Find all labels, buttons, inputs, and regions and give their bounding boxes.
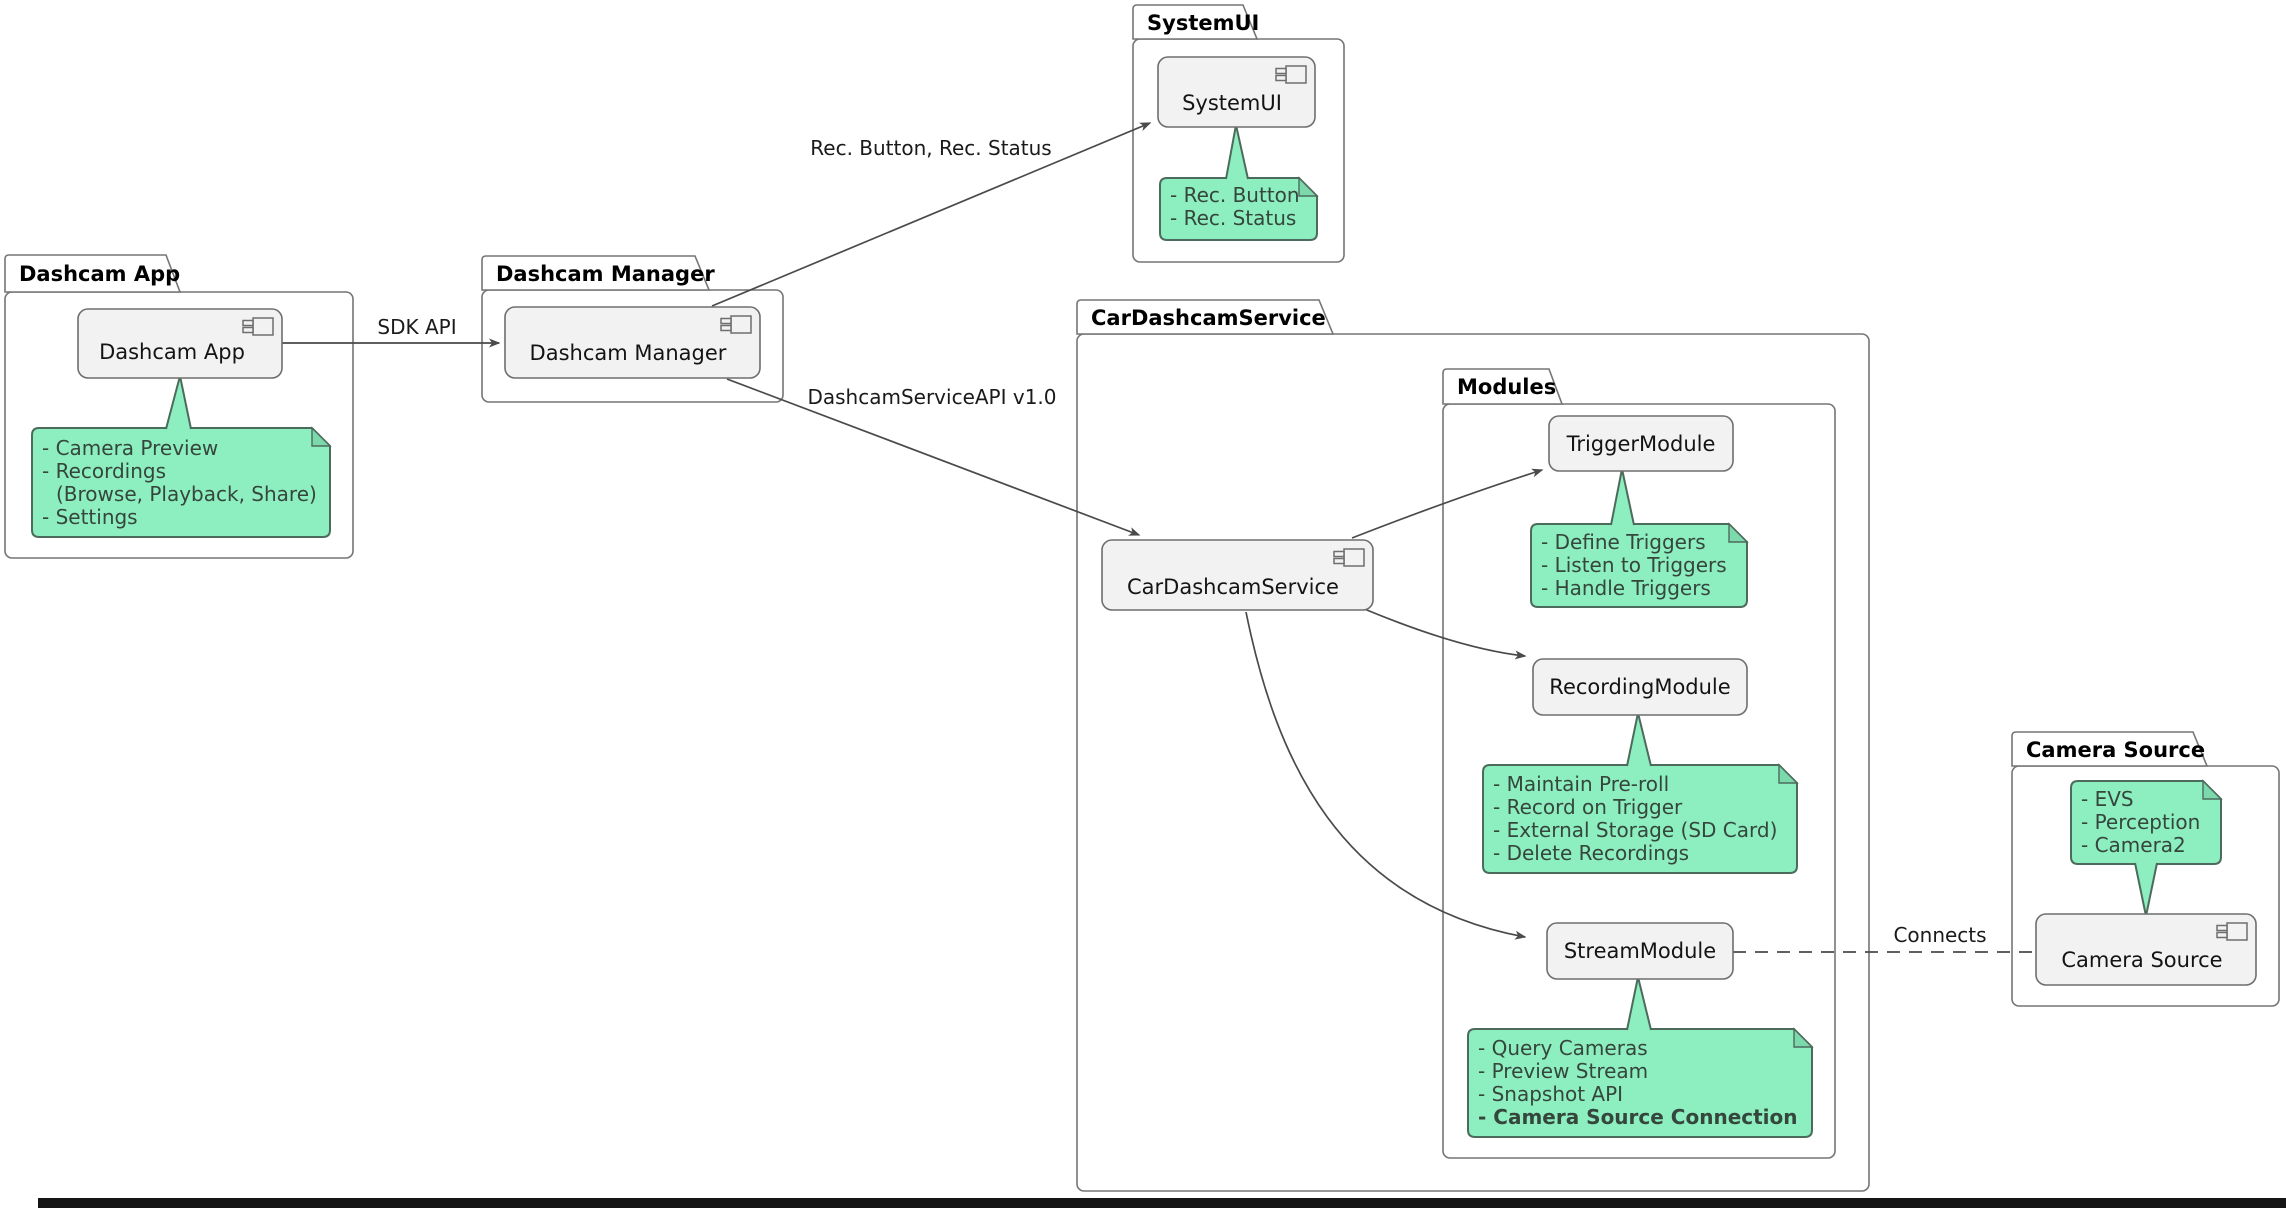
component-label: TriggerModule — [1566, 432, 1716, 456]
note-line: - Rec. Button — [1170, 183, 1300, 207]
package-camera-source-tab — [2011, 731, 2209, 767]
edge-label-rec-ui: Rec. Button, Rec. Status — [810, 136, 1051, 160]
component-label: CarDashcamService — [1127, 575, 1339, 599]
note-line: - Delete Recordings — [1493, 841, 1689, 865]
note-line: - Perception — [2081, 810, 2200, 834]
component-icon — [1333, 548, 1365, 567]
note-line: - Rec. Status — [1170, 206, 1296, 230]
note-line: - Camera Preview — [42, 436, 218, 460]
note-line: - Handle Triggers — [1541, 576, 1711, 600]
component-systemui: SystemUI — [1157, 56, 1316, 128]
component-icon — [2216, 922, 2248, 941]
component-box — [1157, 56, 1316, 128]
package-title: Camera Source — [2026, 738, 2205, 762]
note-stream-module: - Query Cameras - Preview Stream - Snaps… — [1467, 976, 1814, 1138]
edge-cds-trigger — [1351, 468, 1544, 539]
note-line: - Query Cameras — [1478, 1036, 1648, 1060]
component-stream-module: StreamModule — [1546, 922, 1734, 980]
component-label: Dashcam Manager — [530, 341, 727, 365]
component-camera-source: Camera Source — [2035, 913, 2257, 986]
note-line: - Settings — [42, 505, 138, 529]
note-pointer — [1226, 125, 1248, 180]
note-line: - Define Triggers — [1541, 530, 1706, 554]
note-fold-corner — [1778, 763, 1799, 784]
component-box — [1546, 922, 1734, 980]
note-body — [1482, 764, 1798, 874]
edge-cds-stream — [1245, 611, 1527, 940]
note-pointer — [1627, 977, 1651, 1031]
component-label: Dashcam App — [99, 340, 245, 364]
note-pointer — [2135, 862, 2157, 916]
package-title: CarDashcamService — [1091, 306, 1326, 330]
edge-label-connects: Connects — [1893, 923, 1986, 947]
component-label: SystemUI — [1182, 91, 1282, 115]
note-dashcam-app: - Camera Preview - Recordings (Browse, P… — [31, 375, 332, 538]
note-line: - External Storage (SD Card) — [1493, 818, 1777, 842]
component-icon — [720, 315, 752, 334]
note-body — [1159, 177, 1318, 241]
package-dashcam-app-tab — [4, 254, 182, 293]
component-box — [77, 308, 283, 379]
note-line: - EVS — [2081, 787, 2134, 811]
component-icon — [242, 317, 274, 336]
note-trigger-module: - Define Triggers - Listen to Triggers -… — [1530, 468, 1749, 608]
note-pointer — [166, 376, 191, 430]
note-body — [31, 427, 331, 538]
note-pointer — [1627, 713, 1651, 767]
package-title: Dashcam App — [19, 262, 180, 286]
bottom-edge-bar — [38, 1198, 2286, 1208]
component-trigger-module: TriggerModule — [1548, 415, 1734, 472]
component-box — [504, 306, 761, 379]
edge-rec-ui — [711, 122, 1152, 307]
component-car-dashcam-service: CarDashcamService — [1101, 539, 1374, 611]
component-label: StreamModule — [1564, 939, 1716, 963]
component-dashcam-manager: Dashcam Manager — [504, 306, 761, 379]
note-line: - Camera Source Connection — [1478, 1105, 1798, 1129]
note-systemui: - Rec. Button - Rec. Status — [1159, 124, 1319, 241]
note-line: (Browse, Playback, Share) — [56, 482, 317, 506]
note-line: - Preview Stream — [1478, 1059, 1648, 1083]
note-recording-module: - Maintain Pre-roll - Record on Trigger … — [1482, 712, 1799, 874]
note-body — [2070, 780, 2222, 865]
note-pointer — [1611, 469, 1634, 526]
note-camera-source: - EVS - Perception - Camera2 — [2070, 779, 2223, 917]
note-line: - Record on Trigger — [1493, 795, 1683, 819]
note-line: - Camera2 — [2081, 833, 2186, 857]
note-fold-corner — [2202, 779, 2223, 800]
component-box — [1532, 658, 1748, 716]
note-line: - Snapshot API — [1478, 1082, 1623, 1106]
edges: SDK API Rec. Button, Rec. Status Dashcam… — [282, 122, 2036, 953]
component-dashcam-app: Dashcam App — [77, 308, 283, 379]
component-box — [1101, 539, 1374, 611]
note-line: - Listen to Triggers — [1541, 553, 1727, 577]
note-fold-corner — [1793, 1027, 1814, 1048]
package-title: Dashcam Manager — [496, 262, 715, 286]
note-line: - Recordings — [42, 459, 166, 483]
note-line: - Maintain Pre-roll — [1493, 772, 1669, 796]
package-title: SystemUI — [1147, 11, 1259, 35]
package-modules-tab — [1442, 368, 1564, 405]
note-body — [1530, 523, 1748, 608]
package-car-dashcam-service-tab — [1076, 299, 1335, 335]
component-box — [2035, 913, 2257, 986]
package-dashcam-manager-tab — [481, 255, 711, 291]
package-title: Modules — [1457, 375, 1556, 399]
component-label: RecordingModule — [1549, 675, 1730, 699]
note-fold-corner — [1298, 176, 1319, 197]
edge-cds-recording — [1361, 607, 1527, 660]
note-body — [1467, 1028, 1813, 1138]
package-systemui-tab — [1132, 4, 1259, 40]
component-icon — [1275, 65, 1307, 84]
component-recording-module: RecordingModule — [1532, 658, 1748, 716]
component-box — [1548, 415, 1734, 472]
edge-label-service-api: DashcamServiceAPI v1.0 — [807, 385, 1056, 409]
edge-label-sdk-api: SDK API — [377, 315, 456, 339]
component-label: Camera Source — [2061, 948, 2222, 972]
note-fold-corner — [1728, 522, 1749, 543]
edge-service-api — [726, 378, 1141, 536]
note-fold-corner — [311, 426, 332, 447]
